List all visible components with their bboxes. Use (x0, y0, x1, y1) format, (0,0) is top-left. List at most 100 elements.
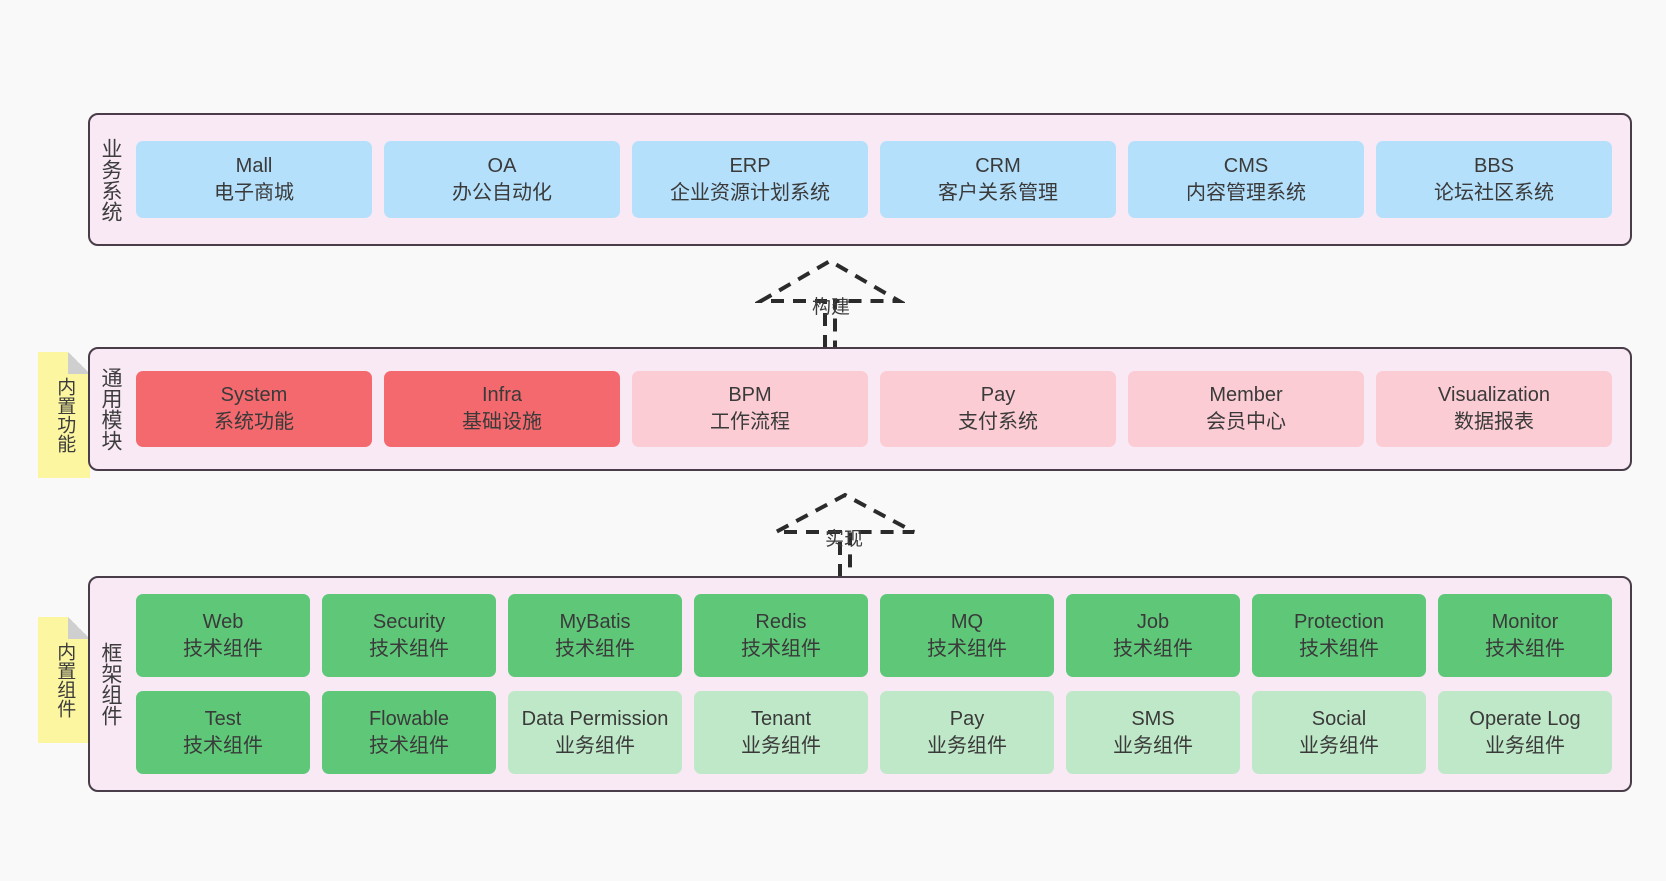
framework-card-pay[interactable]: Pay 业务组件 (880, 691, 1054, 774)
card-title: Member (1209, 384, 1283, 406)
card-subtitle: 技术组件 (183, 637, 263, 660)
framework-card-security[interactable]: Security 技术组件 (322, 594, 496, 677)
note-fold-corner-icon (68, 352, 90, 374)
framework-card-flowable[interactable]: Flowable 技术组件 (322, 691, 496, 774)
card-subtitle: 业务组件 (1299, 734, 1379, 757)
framework-card-job[interactable]: Job 技术组件 (1066, 594, 1240, 677)
common-card-infra[interactable]: Infra 基础设施 (384, 371, 620, 447)
card-title: Visualization (1438, 384, 1550, 406)
card-title: ERP (729, 154, 771, 177)
layer-business-system: 业务系统 Mall 电子商城 OA 办公自动化 ERP 企业资源计划系统 CRM 客户关系管理… (88, 113, 1632, 246)
layer-common-module: 通用模块 System 系统功能 Infra 基础设施 BPM 工作流程 Pay 支付系统 Me… (88, 347, 1632, 471)
card-title: Social (1311, 707, 1367, 730)
card-title: Protection (1293, 610, 1385, 633)
card-title: CRM (975, 154, 1021, 177)
business-card-mall[interactable]: Mall 电子商城 (136, 141, 372, 218)
card-title: MyBatis (559, 610, 631, 633)
business-card-cms[interactable]: CMS 内容管理系统 (1128, 141, 1364, 218)
framework-card-redis[interactable]: Redis 技术组件 (694, 594, 868, 677)
card-subtitle: 技术组件 (183, 734, 263, 757)
card-title: MQ (950, 610, 984, 633)
card-title: Tenant (750, 707, 812, 730)
card-title: OA (487, 154, 517, 177)
business-card-crm[interactable]: CRM 客户关系管理 (880, 141, 1116, 218)
connector-build-label: 构建 (812, 297, 851, 318)
card-subtitle: 论坛社区系统 (1434, 181, 1554, 204)
card-title: Operate Log (1469, 707, 1581, 730)
common-card-pay[interactable]: Pay 支付系统 (880, 371, 1116, 447)
framework-card-social[interactable]: Social 业务组件 (1252, 691, 1426, 774)
framework-card-web[interactable]: Web 技术组件 (136, 594, 310, 677)
card-subtitle: 企业资源计划系统 (670, 181, 830, 204)
card-title: Web (202, 610, 244, 633)
card-title: Test (204, 707, 242, 730)
note-builtin-function: 内置功能 (38, 352, 90, 478)
card-title: Data Permission (521, 707, 669, 730)
card-title: SMS (1131, 707, 1175, 730)
layer-framework-component-title: 框架组件 (98, 642, 122, 726)
card-subtitle: 支付系统 (958, 411, 1038, 433)
common-card-member[interactable]: Member 会员中心 (1128, 371, 1364, 447)
card-subtitle: 内容管理系统 (1186, 181, 1306, 204)
card-subtitle: 技术组件 (927, 637, 1007, 660)
card-subtitle: 客户关系管理 (938, 181, 1058, 204)
framework-card-tenant[interactable]: Tenant 业务组件 (694, 691, 868, 774)
card-subtitle: 技术组件 (1485, 637, 1565, 660)
card-subtitle: 业务组件 (927, 734, 1007, 757)
card-subtitle: 技术组件 (369, 734, 449, 757)
card-title: Pay (949, 707, 985, 730)
card-subtitle: 技术组件 (741, 637, 821, 660)
card-subtitle: 业务组件 (741, 734, 821, 757)
note-builtin-function-label: 内置功能 (54, 377, 76, 453)
business-card-erp[interactable]: ERP 企业资源计划系统 (632, 141, 868, 218)
card-subtitle: 业务组件 (1485, 734, 1565, 757)
card-title: Infra (481, 384, 523, 406)
card-title: Flowable (368, 707, 450, 730)
card-subtitle: 业务组件 (555, 734, 635, 757)
card-subtitle: 工作流程 (710, 411, 790, 433)
card-subtitle: 技术组件 (555, 637, 635, 660)
card-title: System (220, 384, 288, 406)
card-subtitle: 办公自动化 (452, 181, 552, 204)
framework-card-test[interactable]: Test 技术组件 (136, 691, 310, 774)
card-title: Redis (755, 610, 807, 633)
note-fold-corner-icon (68, 617, 90, 639)
card-title: CMS (1223, 154, 1269, 177)
card-title: Security (372, 610, 446, 633)
framework-card-mybatis[interactable]: MyBatis 技术组件 (508, 594, 682, 677)
card-subtitle: 会员中心 (1206, 411, 1286, 433)
connector-implement-label: 实现 (825, 529, 864, 550)
framework-card-mq[interactable]: MQ 技术组件 (880, 594, 1054, 677)
common-card-system[interactable]: System 系统功能 (136, 371, 372, 447)
note-builtin-component-label: 内置组件 (54, 642, 76, 718)
card-title: BBS (1473, 154, 1515, 177)
card-subtitle: 业务组件 (1113, 734, 1193, 757)
layer-common-module-title: 通用模块 (98, 367, 122, 451)
card-title: Mall (235, 154, 273, 177)
common-card-bpm[interactable]: BPM 工作流程 (632, 371, 868, 447)
card-title: Pay (980, 384, 1016, 406)
framework-card-data-permission[interactable]: Data Permission 业务组件 (508, 691, 682, 774)
card-subtitle: 电子商城 (214, 181, 294, 204)
card-subtitle: 基础设施 (462, 411, 542, 433)
framework-card-protection[interactable]: Protection 技术组件 (1252, 594, 1426, 677)
card-title: BPM (728, 384, 772, 406)
business-card-oa[interactable]: OA 办公自动化 (384, 141, 620, 218)
card-subtitle: 系统功能 (214, 411, 294, 433)
layer-common-module-cards: System 系统功能 Infra 基础设施 BPM 工作流程 Pay 支付系统 Member 会… (130, 349, 1630, 469)
framework-card-operate-log[interactable]: Operate Log 业务组件 (1438, 691, 1612, 774)
layer-business-system-cards: Mall 电子商城 OA 办公自动化 ERP 企业资源计划系统 CRM 客户关系管理 CMS 内容… (130, 115, 1630, 244)
business-card-bbs[interactable]: BBS 论坛社区系统 (1376, 141, 1612, 218)
card-subtitle: 技术组件 (369, 637, 449, 660)
layer-business-system-title: 业务系统 (98, 137, 122, 222)
note-builtin-component: 内置组件 (38, 617, 90, 743)
card-subtitle: 技术组件 (1113, 637, 1193, 660)
framework-card-sms[interactable]: SMS 业务组件 (1066, 691, 1240, 774)
card-subtitle: 技术组件 (1299, 637, 1379, 660)
card-title: Job (1136, 610, 1170, 633)
